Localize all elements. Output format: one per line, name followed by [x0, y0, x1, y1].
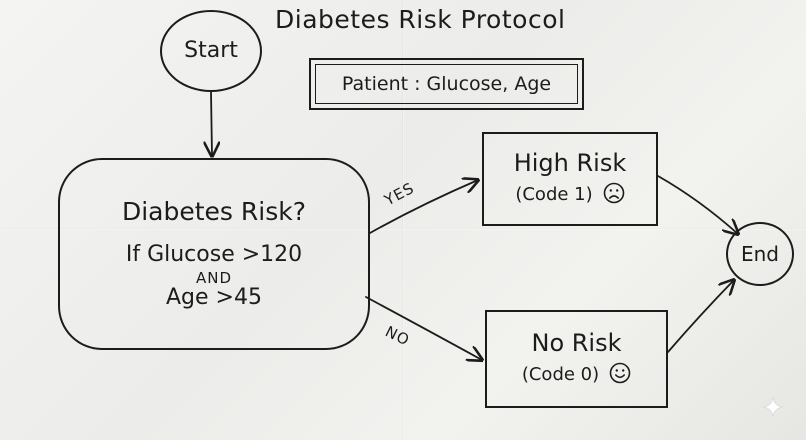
end-node: End: [726, 222, 794, 286]
frown-face-icon: [603, 182, 625, 208]
smile-face-icon: [609, 362, 631, 388]
high-risk-title: High Risk: [513, 148, 627, 177]
high-risk-node: High Risk (Code 1): [482, 132, 658, 226]
condition-question: Diabetes Risk?: [121, 196, 306, 226]
sparkle-icon: [762, 396, 784, 418]
paper-fold-vertical: [402, 0, 404, 440]
high-risk-code: (Code 1): [515, 184, 593, 206]
start-node-label: Start: [184, 37, 238, 63]
no-risk-node: No Risk (Code 0): [485, 310, 668, 408]
condition-node: Diabetes Risk? If Glucose >120 AND Age >…: [58, 158, 370, 350]
condition-and: AND: [195, 268, 233, 287]
no-risk-code: (Code 0): [521, 364, 600, 386]
diagram-title: Diabetes Risk Protocol: [275, 5, 566, 34]
end-node-label: End: [740, 242, 779, 266]
condition-age: Age >45: [166, 285, 262, 310]
arrow-condition-to-no-risk: [365, 296, 482, 360]
no-risk-code-row: (Code 0): [522, 362, 631, 388]
paper-fold-horizontal: [0, 228, 806, 230]
start-node: Start: [160, 10, 262, 92]
patient-input-box: Patient : Glucose, Age: [309, 58, 584, 110]
arrow-high-risk-to-end: [657, 175, 738, 234]
no-risk-title: No Risk: [531, 328, 622, 357]
arrow-no-risk-to-end: [667, 280, 734, 353]
arrow-condition-to-high-risk: [369, 180, 478, 234]
patient-input-label: Patient : Glucose, Age: [315, 64, 578, 104]
condition-glucose: If Glucose >120: [125, 242, 303, 268]
arrow-start-to-condition: [211, 91, 212, 156]
high-risk-code-row: (Code 1): [515, 182, 624, 208]
